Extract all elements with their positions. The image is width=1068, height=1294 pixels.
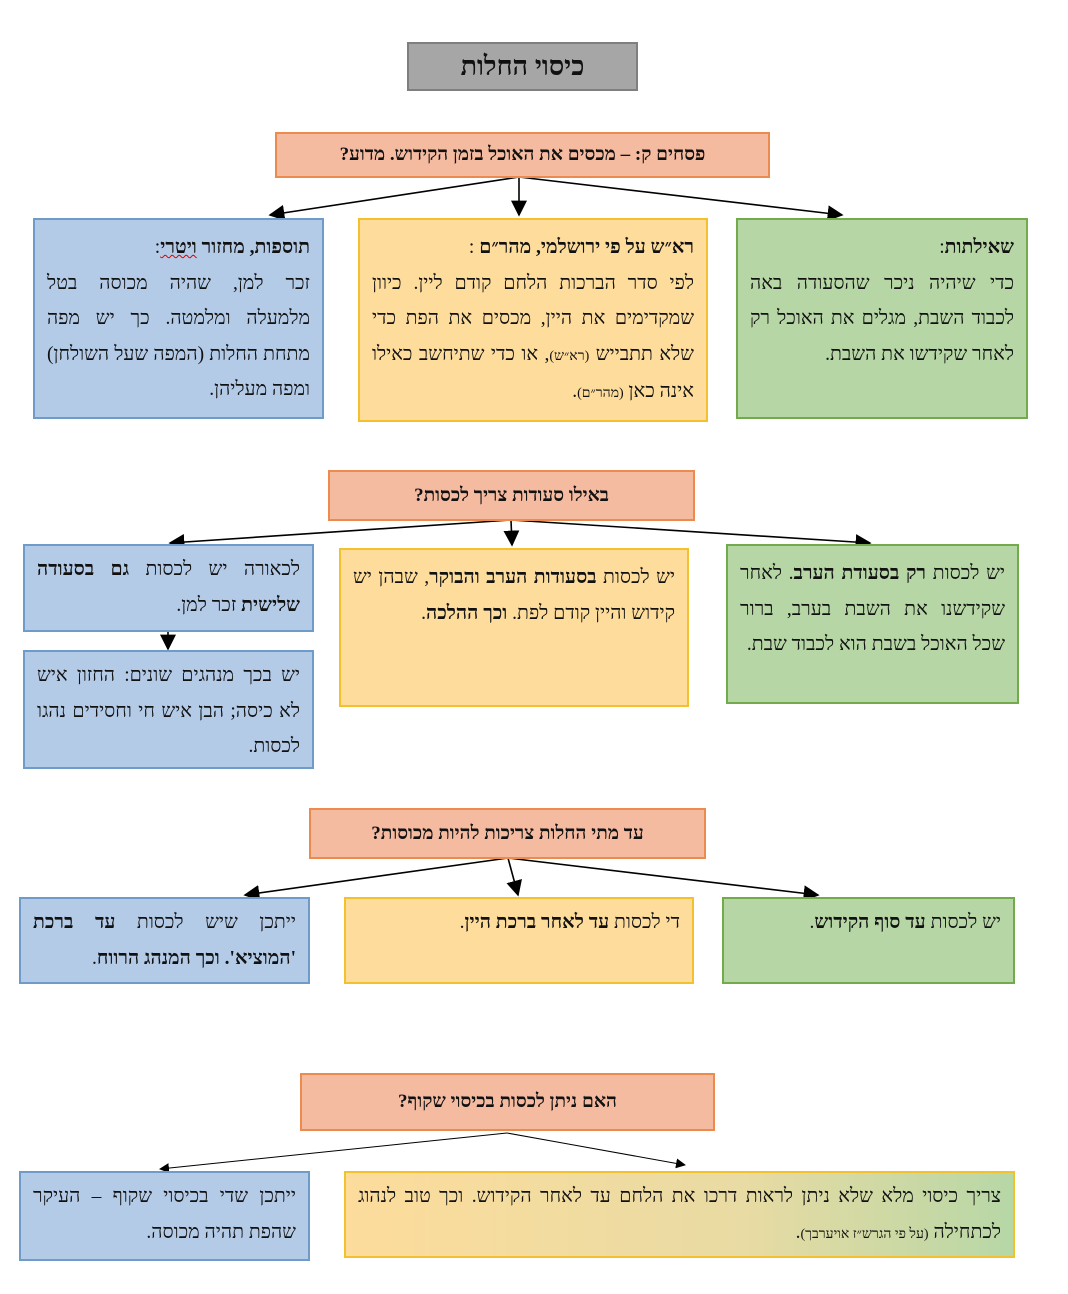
- text-part: יש לכסות: [925, 912, 1001, 933]
- source-ref: (מהר״ם): [577, 386, 624, 401]
- heading-part: תוספות, מחזור: [196, 237, 310, 258]
- answer-full-cover: צריך כיסוי מלא שלא ניתן לראות דרכו את הל…: [344, 1171, 1015, 1258]
- text-part: , או כדי שתיחשב כאילו אינה כאן: [372, 343, 694, 403]
- answer-customs: יש בכך מנהגים שונים: החזון איש לא כיסה; …: [23, 650, 314, 769]
- arrow: [268, 176, 520, 221]
- arrow: [503, 519, 520, 547]
- source-heading: תוספות, מחזור ויטרי: [160, 237, 310, 258]
- question-which-meals: באילו סעודות צריך לכסות?: [328, 470, 695, 521]
- text-part: ייתכן שיש לכסות: [115, 912, 296, 933]
- arrow: [243, 857, 509, 901]
- text-part: זכר למן.: [176, 594, 242, 616]
- answer-transparent-ok: ייתכן שדי בכיסוי שקוף – העיקר שהפת תהיה …: [19, 1171, 310, 1261]
- answer-until-hamotzi: ייתכן שיש לכסות עד ברכת 'המוציא'. וכך המ…: [19, 897, 310, 984]
- arrow: [168, 519, 512, 551]
- text-part: .: [459, 912, 465, 933]
- bold-part: רק בסעודת הערב: [793, 563, 927, 584]
- text-part: יש לכסות: [926, 563, 1005, 584]
- text-part: , שבהן יש קידוש והיין קודם לפת.: [353, 567, 675, 624]
- text-part: די לכסות: [609, 912, 680, 933]
- bold-part: עד סוף הקידוש: [814, 912, 926, 933]
- answer-text: לפי סדר הברכות הלחם קודם ליין. כיוון שמק…: [372, 266, 694, 412]
- text-part: .: [421, 602, 427, 624]
- text-part: .: [91, 947, 97, 969]
- bold-part: גם בסעודה שלישית: [37, 559, 300, 616]
- answer-text: כדי שיהיה ניכר שהסעודה באה לכבוד השבת, מ…: [750, 272, 1014, 365]
- question-transparent-cover: האם ניתן לכסות בכיסוי שקוף?: [300, 1073, 715, 1131]
- bold-part: עד לאחר ברכת היין: [464, 912, 610, 933]
- arrow: [506, 857, 522, 897]
- answer-sheiltot: שאילתות: כדי שיהיה ניכר שהסעודה באה לכבו…: [736, 218, 1028, 419]
- text-part: יש לכסות: [596, 567, 676, 588]
- source-ref: (על פי הגרש״ז אויערבך): [800, 1226, 929, 1242]
- arrow: [510, 519, 872, 551]
- bold-part: עד ברכת 'המוציא'. וכך המנהג הרווח: [33, 912, 296, 969]
- diagram-title: כיסוי החלות: [407, 42, 638, 91]
- heading-part: ויטרי: [160, 237, 197, 258]
- arrow: [518, 176, 844, 222]
- source-heading: שאילתות: [944, 237, 1014, 258]
- text-part: צריך כיסוי מלא שלא ניתן לראות דרכו את הל…: [358, 1186, 1001, 1243]
- answer-evening-only: יש לכסות רק בסעודת הערב. לאחר שקידשנו את…: [726, 544, 1019, 704]
- text-part: . לאחר שקידשנו את השבת בערב, ברור שכל הא…: [740, 563, 1005, 655]
- question-until-when: עד מתי החלות צריכות להיות מכוסות?: [309, 808, 706, 859]
- text-part: .: [795, 1221, 801, 1243]
- question-why-cover: פסחים ק: – מכסים את האוכל בזמן הקידוש. מ…: [275, 132, 770, 178]
- answer-tosafot: תוספות, מחזור ויטרי: זכר למן, שהיה מכוסה…: [33, 218, 324, 419]
- answer-rosh: רא״ש על פי ירושלמי, מהר״ם : לפי סדר הברכ…: [358, 218, 708, 422]
- source-heading: רא״ש על פי ירושלמי, מהר״ם: [479, 237, 694, 258]
- text-part: לכאורה יש לכסות: [129, 559, 301, 580]
- source-ref: (רא״ש): [549, 348, 590, 364]
- bold-part: בסעודות הערב והבוקר: [429, 567, 597, 588]
- colon: :: [468, 237, 475, 258]
- bold-part: וכך ההלכה: [426, 602, 508, 624]
- colon: :: [154, 237, 161, 258]
- text-part: .: [572, 381, 578, 402]
- colon: :: [939, 237, 945, 258]
- answer-evening-morning: יש לכסות בסעודות הערב והבוקר, שבהן יש קי…: [339, 548, 689, 707]
- answer-end-kiddush: יש לכסות עד סוף הקידוש.: [722, 897, 1015, 984]
- arrow: [159, 1132, 508, 1174]
- answer-text: זכר למן, שהיה מכוסה בטל מלמעלה ומלמטה. כ…: [47, 272, 310, 401]
- text-part: .: [809, 912, 815, 933]
- answer-after-wine: די לכסות עד לאחר ברכת היין.: [344, 897, 694, 984]
- arrow: [506, 1132, 686, 1169]
- answer-third-meal: לכאורה יש לכסות גם בסעודה שלישית זכר למן…: [23, 544, 314, 632]
- arrow: [507, 857, 820, 902]
- text-part: לפי סדר הברכות הלחם קודם ליין. כיוון שמק…: [372, 272, 694, 365]
